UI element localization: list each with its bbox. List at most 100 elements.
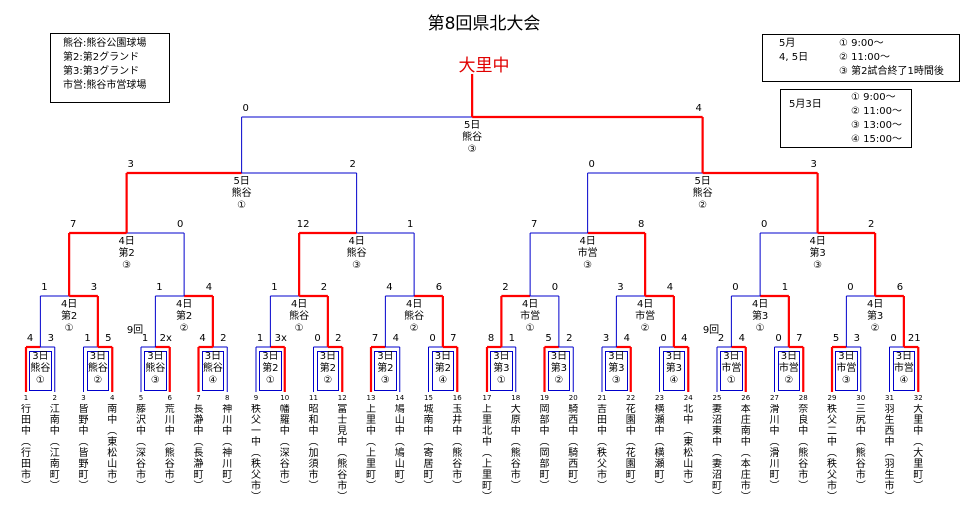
team-number: 23 (655, 394, 664, 402)
score: 4 (623, 333, 630, 344)
game-day: 4日 (866, 299, 884, 310)
score: 0 (429, 333, 436, 344)
game-venue: 市営 (893, 363, 914, 374)
score: 4 (666, 282, 674, 293)
game-box (431, 351, 455, 391)
team-number: 29 (827, 394, 837, 402)
team-name: 花 園 中 ︵ 花 園 町 ︶ (625, 404, 636, 492)
score: 8 (637, 219, 645, 230)
team-name: 奈 良 中 ︵ 熊 谷 市 ︶ (798, 404, 809, 492)
game-day: 4日 (809, 236, 826, 247)
game-slot: ④ (438, 375, 448, 386)
score: 1 (41, 282, 48, 293)
score: 12 (296, 219, 310, 230)
score: 8 (487, 333, 495, 344)
game-note: 9回 (126, 325, 144, 336)
game-slot: ② (179, 323, 189, 334)
game-slot: ② (640, 323, 650, 334)
game-day: 4日 (405, 299, 423, 310)
team-number: 1 (23, 394, 29, 402)
score: 1 (84, 333, 91, 344)
team-number: 25 (712, 394, 722, 402)
score: 6 (896, 282, 904, 293)
game-day: 3日 (319, 351, 337, 362)
team-name: 北 中 ︵ 東 松 山 市 ︶ (683, 404, 694, 492)
game-box (490, 351, 513, 391)
game-venue: 熊谷 (346, 248, 367, 259)
game-venue: 熊谷 (30, 363, 51, 374)
team-name: 城 南 中 ︵ 寄 居 町 ︶ (423, 404, 434, 492)
team-number: 31 (885, 394, 894, 402)
score: 0 (847, 282, 854, 293)
team-name: 玉 井 中 ︵ 熊 谷 市 ︶ (452, 404, 463, 492)
team-number: 16 (452, 394, 462, 402)
game-slot: ① (265, 375, 275, 386)
venue-legend-line: 第2:第2グランド (63, 52, 140, 63)
game-venue: 第3 (608, 363, 625, 374)
game-box (662, 351, 686, 391)
team-name: 大 里 中 ︵ 大 里 町 ︶ (913, 404, 924, 492)
game-venue: 第2 (377, 363, 394, 374)
team-number: 30 (856, 394, 866, 402)
game-venue: 市営 (635, 311, 656, 322)
schedule-time: ① 9:00〜 (839, 38, 884, 49)
game-venue: 市営 (778, 363, 799, 374)
team-name: 秩 父 一 中 ︵ 秩 父 市 ︶ (251, 404, 261, 503)
game-day: 3日 (147, 351, 164, 362)
score: 7 (69, 219, 77, 230)
game-slot: ③ (841, 375, 851, 386)
schedule-date: 5月 (779, 38, 796, 49)
score: 4 (738, 333, 745, 344)
score: 2 (220, 333, 227, 344)
game-day: 5日 (233, 176, 250, 187)
game-box (547, 351, 571, 391)
team-name: 羽 生 西 中 ︵ 羽 生 市 ︶ (884, 404, 895, 503)
game-box (892, 351, 916, 391)
game-box (605, 351, 628, 391)
team-number: 22 (626, 394, 636, 402)
venue-legend-line: 市営:熊谷市営球場 (63, 80, 147, 91)
game-day: 4日 (579, 236, 596, 247)
game-venue: 熊谷 (289, 311, 310, 322)
game-slot: ① (237, 200, 247, 211)
team-number: 11 (309, 394, 318, 402)
game-slot: ② (698, 200, 708, 211)
game-day: 5日 (694, 176, 711, 187)
score: 6 (435, 282, 443, 293)
game-venue: 市営 (577, 248, 598, 259)
score: 0 (176, 219, 184, 230)
team-number: 17 (482, 394, 492, 402)
game-box (201, 351, 225, 391)
game-day: 3日 (723, 351, 740, 362)
game-slot: ③ (352, 260, 362, 271)
score: 2 (335, 333, 342, 344)
team-name: 長 瀞 中 ︵ 長 瀞 町 ︶ (193, 404, 204, 492)
game-note: 9回 (702, 325, 720, 336)
schedule-legend-3: 5月3日 ① 9:00〜 ② 11:00〜 ③ 13:00〜 ④ 15:00〜 (780, 89, 912, 148)
game-venue: 市営 (836, 363, 857, 374)
score: 0 (660, 333, 667, 344)
score: 1 (508, 333, 515, 344)
score: 4 (681, 333, 688, 344)
page-title: 第8回県北大会 (427, 14, 541, 34)
game-day: 3日 (550, 351, 568, 362)
venue-legend-line: 第3:第3グランド (63, 66, 140, 77)
game-box (835, 351, 858, 391)
team-name: 秩 父 二 中 ︵ 秩 父 市 ︶ (827, 404, 837, 503)
score: 3 (810, 159, 817, 170)
